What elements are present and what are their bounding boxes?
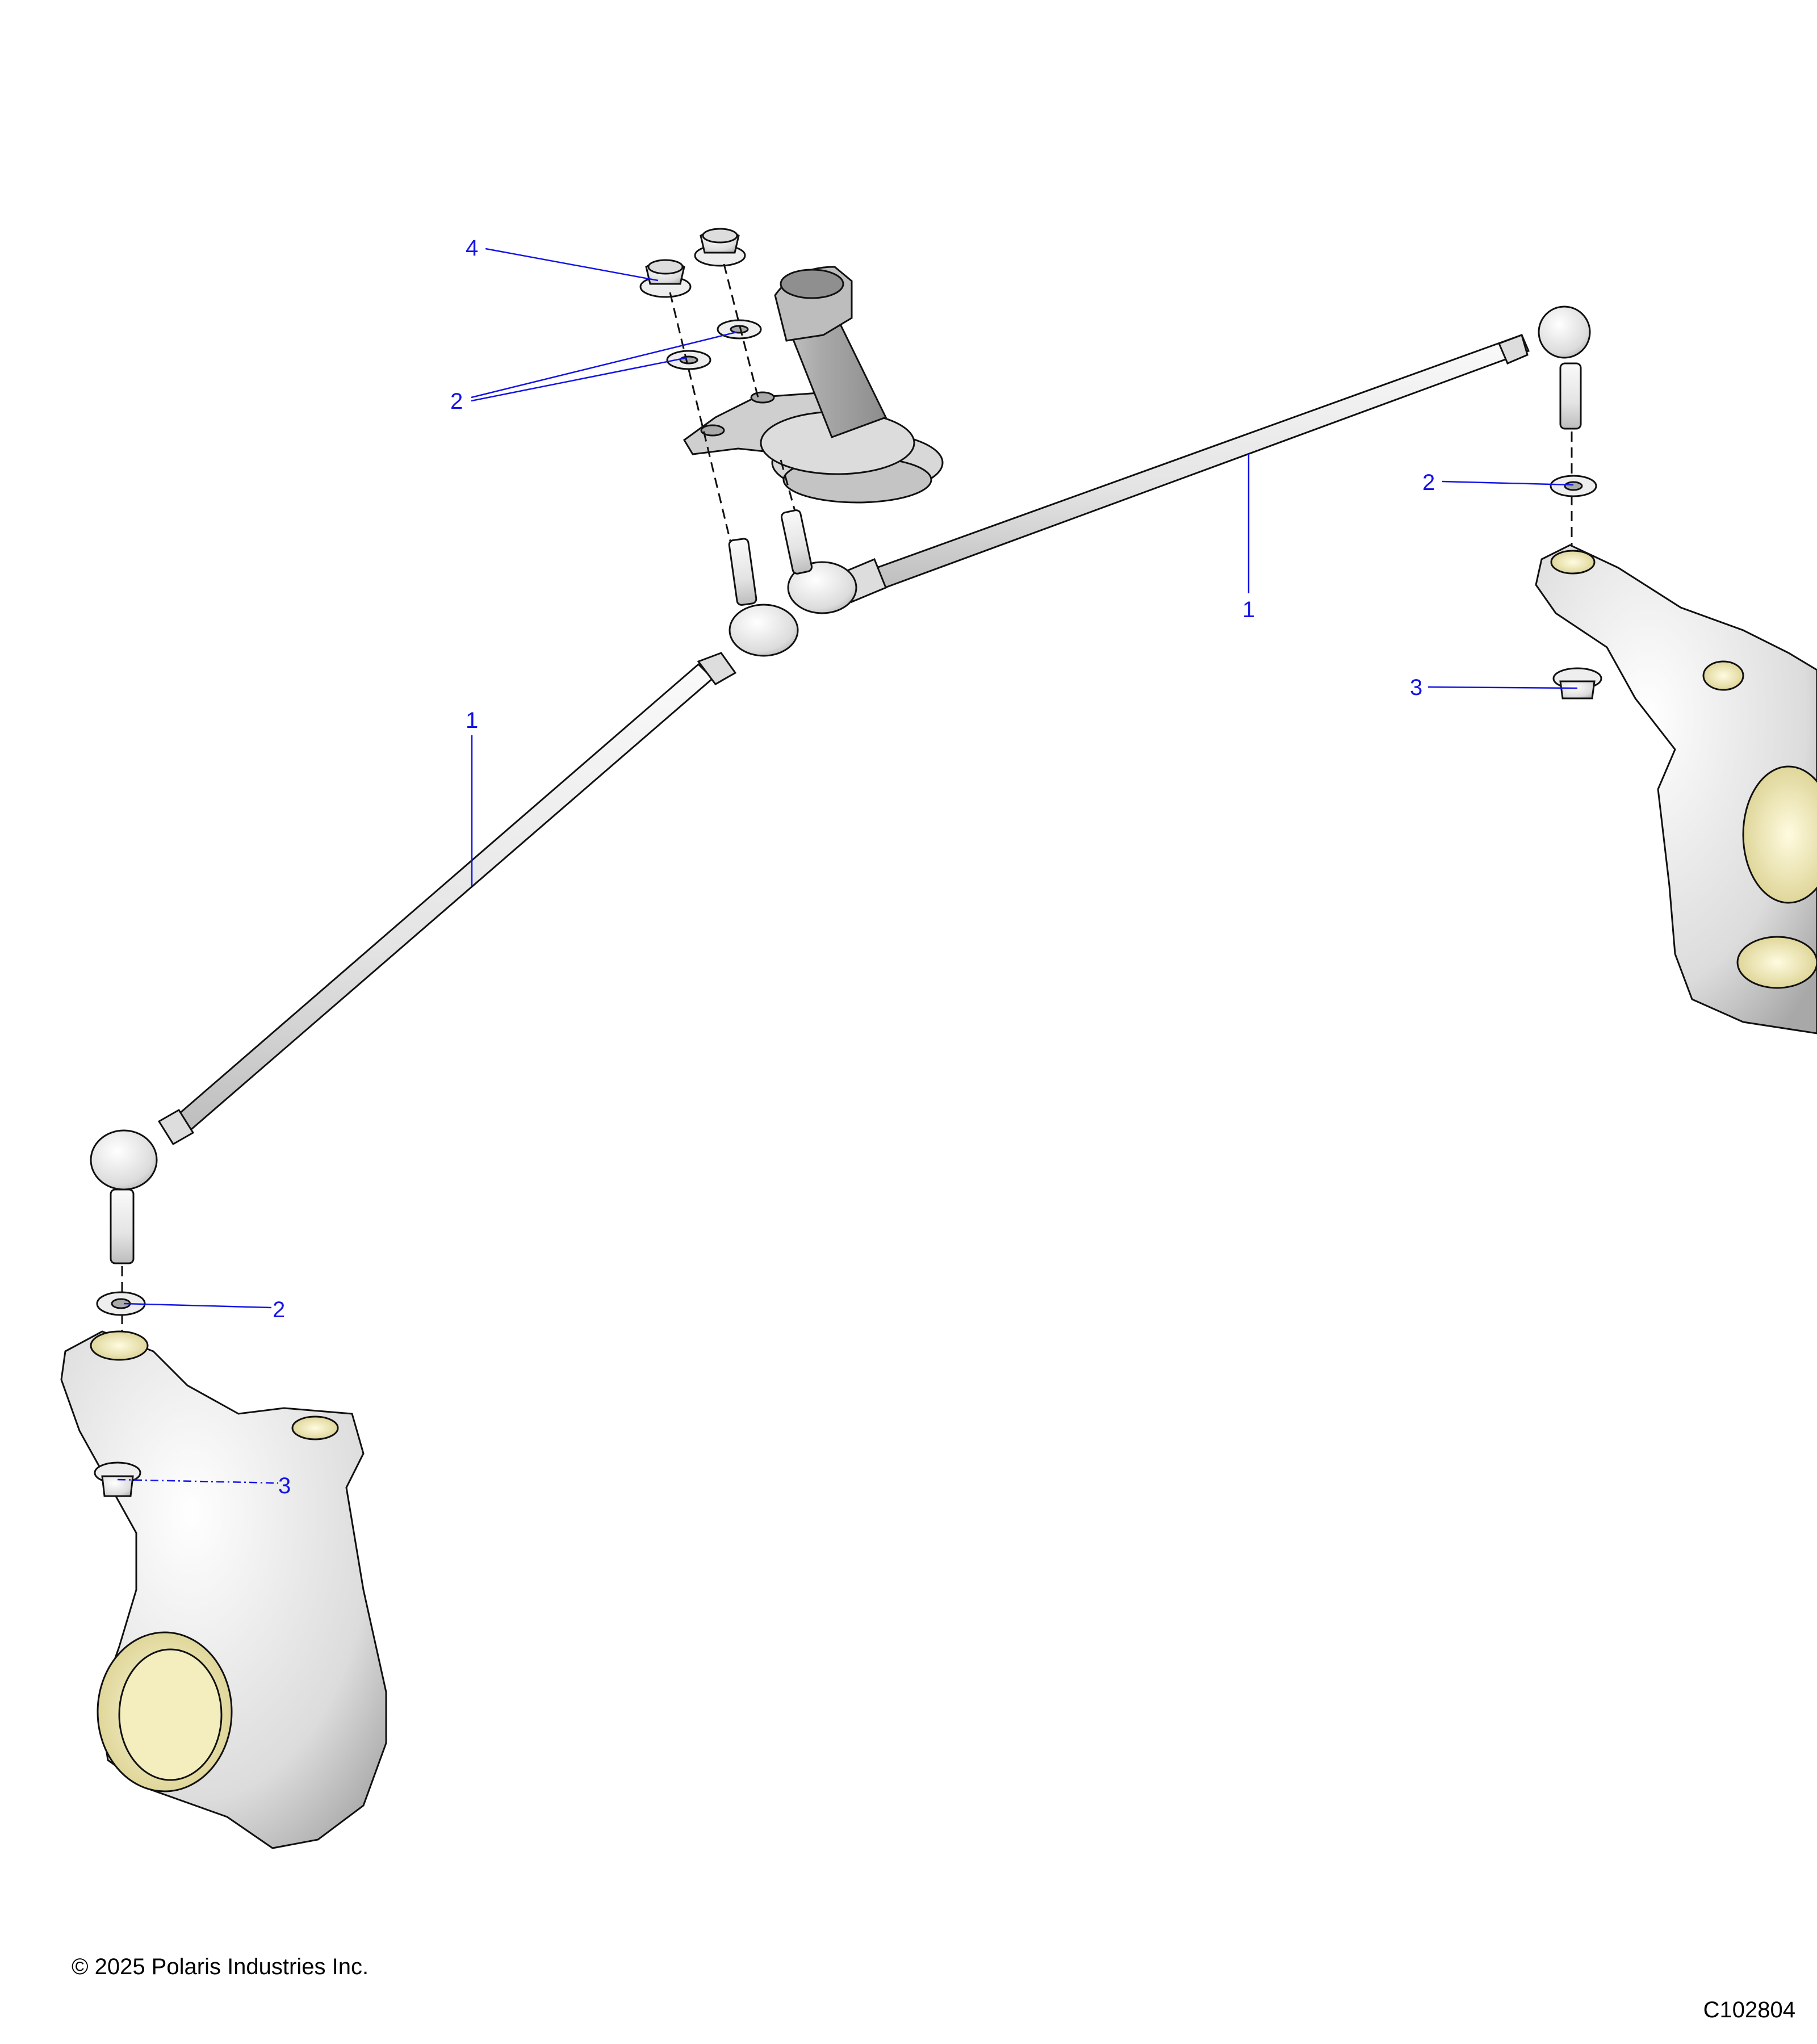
assembly-line	[723, 263, 796, 512]
flange-nut-right	[1552, 667, 1602, 700]
callout-2-washers-top: 2	[450, 389, 463, 414]
washer-right	[1550, 475, 1597, 497]
tie-rod-right	[780, 305, 1591, 614]
steering-knuckle-left	[60, 1330, 387, 1849]
assembly-line	[669, 292, 739, 574]
steering-knuckle-right	[1535, 544, 1817, 1034]
callout-1-right-tie-rod: 1	[1242, 597, 1255, 622]
copyright-notice: © 2025 Polaris Industries Inc.	[72, 1954, 369, 1979]
callout-1-left-tie-rod: 1	[466, 708, 478, 733]
flange-nut-left	[94, 1461, 141, 1497]
flange-nut-top-right	[694, 228, 746, 267]
callout-2-washer-right: 2	[1422, 470, 1435, 495]
callout-labels: 4 2 1 2 3 1 2 3	[273, 236, 1435, 1498]
diagram-part-code: C102804	[1703, 1997, 1795, 2022]
steering-pinion-housing	[683, 266, 944, 504]
callout-4-nut: 4	[466, 236, 478, 261]
flange-nut-top-left	[639, 259, 692, 298]
callout-3-nut-left: 3	[278, 1473, 291, 1498]
callout-leaders	[117, 248, 1578, 1484]
tie-rod-left	[90, 538, 799, 1264]
callout-3-nut-right: 3	[1410, 675, 1422, 700]
callout-2-washer-left: 2	[273, 1297, 285, 1322]
